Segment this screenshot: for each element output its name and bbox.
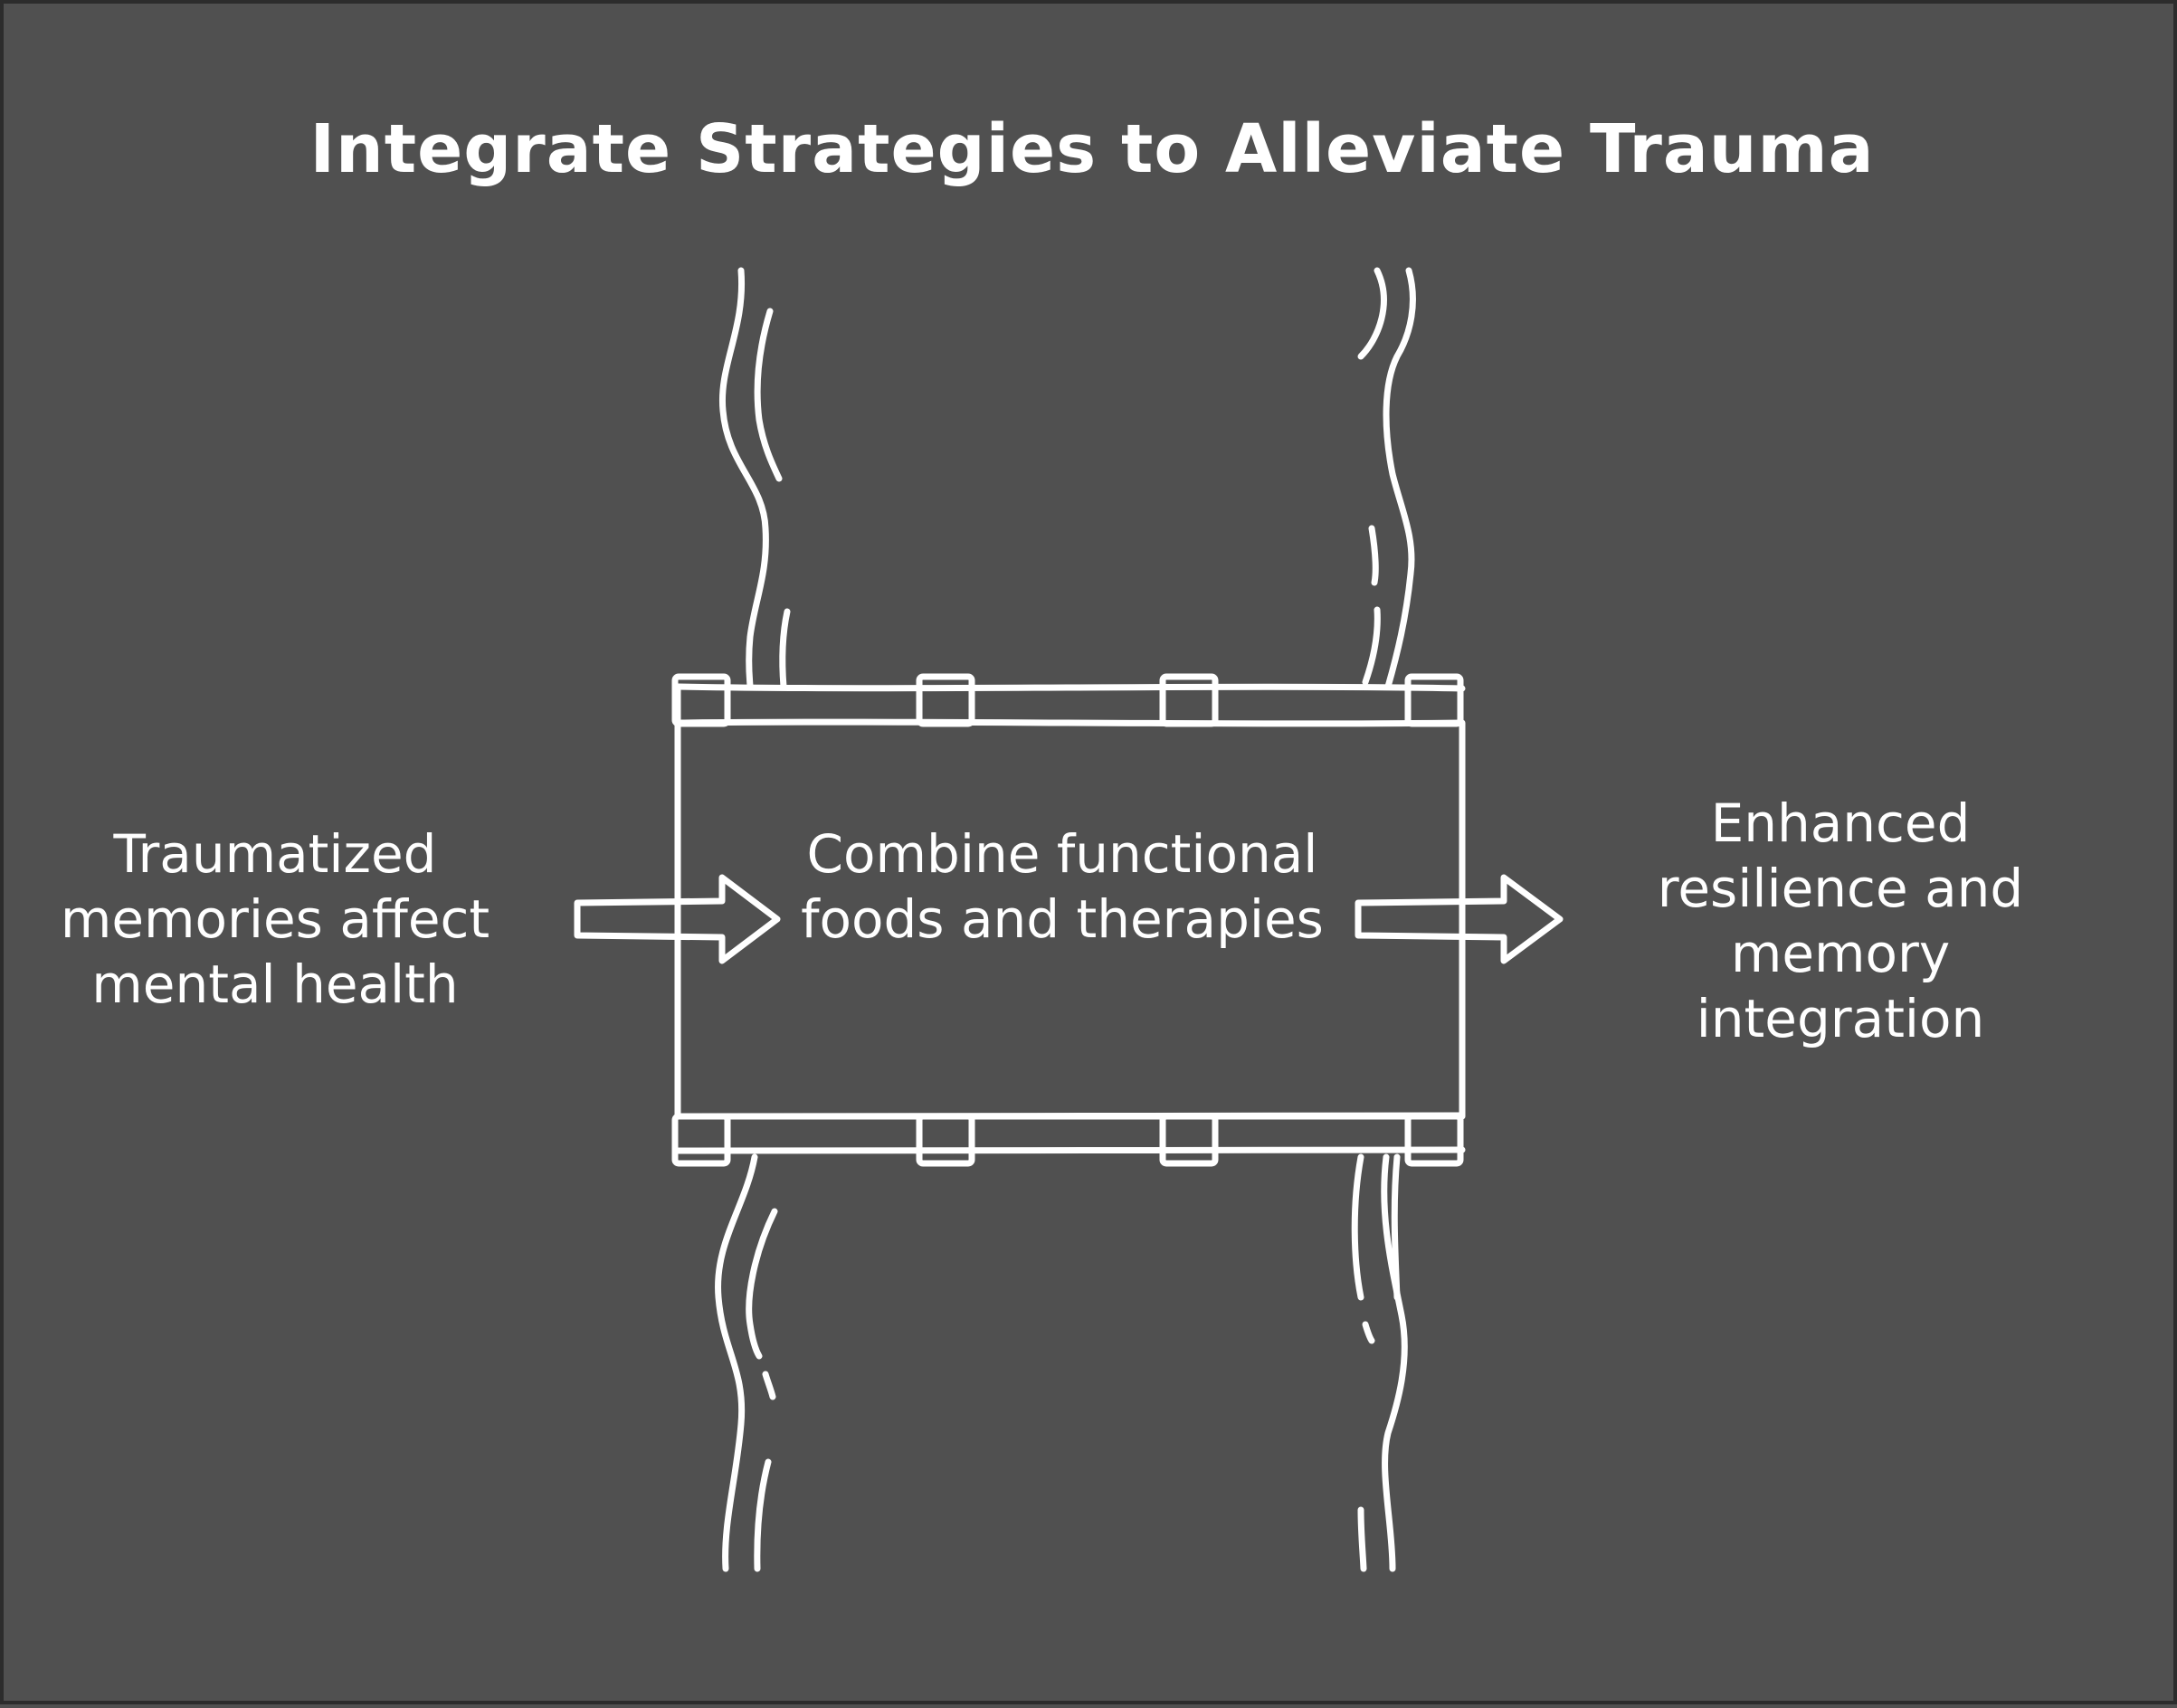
river-bank-lower-left	[715, 1153, 778, 1572]
output-label: Enhanced resilience and memory integrati…	[1657, 792, 2024, 1049]
right-arrow-icon	[1355, 874, 1564, 964]
river-bank-lower-right	[1351, 1153, 1408, 1572]
bridge-icon	[671, 673, 1466, 1167]
process-label: Combine functional foods and therapies	[801, 823, 1324, 950]
river-bank-upper-left	[718, 267, 791, 690]
bridge-illustration	[574, 267, 1564, 1572]
input-label: Traumatized memories affect mental healt…	[60, 823, 490, 1015]
river-bank-upper-right	[1357, 267, 1416, 690]
right-arrow-icon	[574, 874, 781, 964]
diagram-title: Integrate Strategies to Alleviate Trauma	[309, 110, 1875, 188]
